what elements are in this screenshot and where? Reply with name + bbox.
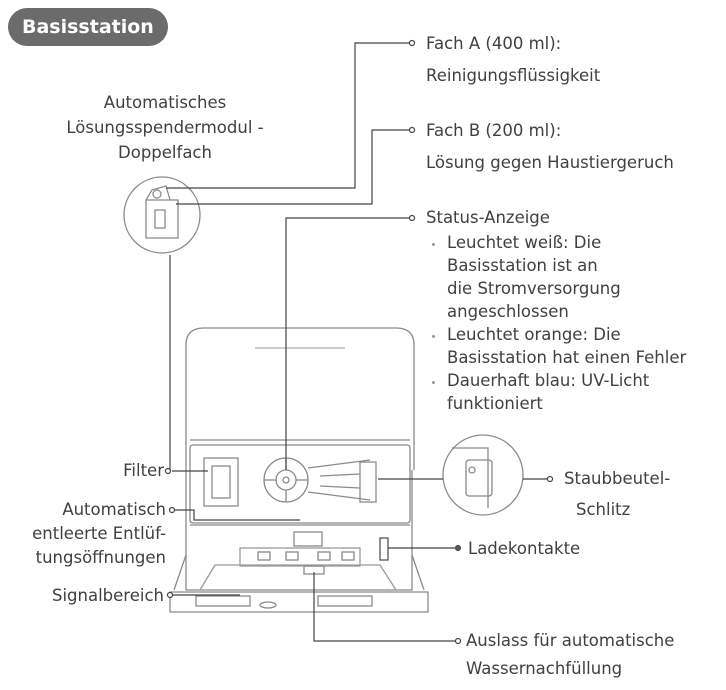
dispenser-label-line-3: Doppelfach bbox=[118, 143, 212, 162]
charging-contacts-label: Ladekontakte bbox=[468, 539, 581, 558]
leader-lines bbox=[164, 39, 554, 645]
status-item-1-line-2: Basisstation ist an bbox=[447, 256, 598, 275]
station-body bbox=[169, 327, 429, 613]
dust-bag-callout bbox=[442, 434, 524, 516]
vents-label-line-1: Automatisch bbox=[62, 500, 166, 519]
status-bullet-2 bbox=[432, 335, 435, 338]
status-item-3-line-1: Dauerhaft blau: UV-Licht bbox=[447, 371, 650, 390]
dispenser-label-line-1: Automatisches bbox=[103, 93, 227, 112]
outlet-label-line-1: Auslass für automatische bbox=[466, 631, 675, 650]
filter-label: Filter bbox=[123, 461, 164, 480]
status-item-2-line-2: Basisstation hat einen Fehler bbox=[447, 348, 687, 367]
dispenser-label-line-2: Lösungsspendermodul - bbox=[66, 118, 264, 137]
status-item-1-line-3: die Stromversorgung bbox=[447, 279, 621, 298]
fach-a-desc: Reinigungsflüssigkeit bbox=[426, 66, 601, 85]
status-title: Status-Anzeige bbox=[426, 208, 550, 227]
vents-label-line-3: tungsöffnungen bbox=[35, 548, 166, 567]
fach-b-title: Fach B (200 ml): bbox=[426, 121, 562, 140]
signal-label: Signalbereich bbox=[52, 586, 164, 605]
status-item-2-line-1: Leuchtet orange: Die bbox=[447, 325, 621, 344]
page-title-badge: Basisstation bbox=[8, 8, 168, 46]
dispenser-callout bbox=[123, 176, 201, 254]
dust-bag-label-line-2: Schlitz bbox=[576, 500, 631, 519]
status-item-1-line-4: angeschlossen bbox=[447, 302, 569, 321]
vents-label-line-2: entleerte Entlüf- bbox=[32, 524, 166, 543]
outlet-label-line-2: Wassernachfüllung bbox=[466, 659, 623, 678]
status-item-3-line-2: funktioniert bbox=[447, 394, 543, 413]
status-bullet-3 bbox=[432, 381, 435, 384]
fach-a-title: Fach A (400 ml): bbox=[426, 34, 562, 53]
dust-bag-label-line-1: Staubbeutel- bbox=[564, 469, 671, 488]
fach-b-desc: Lösung gegen Haustiergeruch bbox=[426, 153, 674, 172]
status-item-1-line-1: Leuchtet weiß: Die bbox=[447, 233, 602, 252]
status-bullet-1 bbox=[432, 243, 435, 246]
